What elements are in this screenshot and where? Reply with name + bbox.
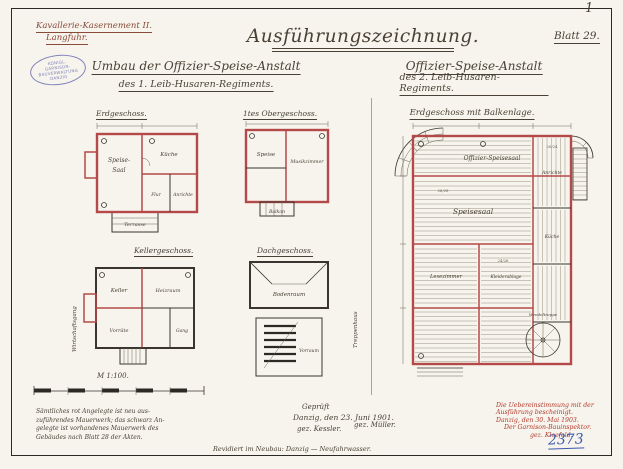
annex-outline (84, 151, 98, 179)
room-label: Gang (176, 328, 188, 334)
room-label: Saal (112, 167, 125, 174)
left-subtitle: des 1. Leib-Husaren-Regiments. (118, 79, 274, 92)
certification-line: Der Garnison-Bauinspektor. (504, 424, 592, 432)
beam-note: 20/24 (547, 144, 559, 149)
certification-line: Danzig, den 30. Mai 1903. (496, 416, 579, 424)
room-label: Terrasse (124, 222, 146, 228)
right-subtitle: des 2. Leib-Husaren-Regiments. (399, 72, 549, 96)
plan-label-balkenlage: Erdgeschoss mit Balkenlage. (409, 108, 535, 120)
dimension-lines (96, 123, 198, 129)
main-outline (95, 132, 199, 214)
survey-mark (418, 353, 424, 359)
legend-notes: Sämtliches rot Angelegte ist neu aus- zu… (36, 408, 164, 442)
certification-line: Die Uebereinstimmung mit der (496, 402, 594, 409)
door-swing (141, 157, 151, 167)
plan-erdgeschoss-drawing: Speise- Saal Küche Anrichte Flur Terrass… (84, 123, 199, 233)
room-label: Speise- (108, 157, 130, 164)
survey-mark (149, 138, 155, 144)
room-label: Flur (150, 192, 161, 198)
project-title-line2: Langfuhr. (46, 33, 88, 45)
plan-obergeschoss-drawing: Speise Musikzimmer Balkon (244, 121, 330, 217)
stair-detail-outline (255, 317, 323, 377)
room-label: Anrichte (541, 170, 562, 176)
left-title: Umbau der Offizier-Speise-Anstalt (91, 59, 301, 75)
certification-block: Die Uebereinstimmung mit der Ausführung … (496, 402, 594, 439)
room-label: Küche (159, 152, 178, 158)
room-label: Musikzimmer (289, 159, 324, 165)
certification-line: Ausführung bescheinigt. (496, 409, 574, 417)
side-label-wirtschaftsgang: Wirtschaftsgang (72, 306, 78, 352)
main-outline (244, 128, 330, 204)
corner-mark: 1 (585, 1, 594, 16)
curved-steps-right (570, 135, 594, 159)
section-divider (371, 98, 372, 395)
legend-line: Sämtliches rot Angelegte ist neu aus- (36, 408, 151, 415)
main-title: Ausführungszeichnung. (246, 26, 480, 47)
survey-mark (418, 141, 424, 147)
room-label: Kleiderablage (489, 275, 521, 280)
room-label: Vorraum (299, 348, 319, 354)
balcony-outline (259, 201, 295, 217)
survey-mark (185, 272, 191, 278)
plan-label-erdgeschoss: Erdgeschoss. (96, 109, 147, 120)
external-stair-fill (573, 148, 587, 200)
room-label: Balkon (268, 209, 285, 215)
plan-kellergeschoss-drawing: Keller Heizraum Vorräte Gang (83, 267, 195, 365)
survey-mark (249, 133, 255, 139)
beam-layout (415, 138, 569, 362)
room-label: Bodenraum (272, 292, 305, 298)
side-label-treppenhaus: Treppenhaus (353, 311, 359, 348)
legend-line: Gebäudes nach Blatt 28 der Akten. (36, 433, 143, 441)
signature-1: gez. Kessler. (297, 425, 342, 433)
survey-mark (101, 138, 107, 144)
legend-line: gelegte ist vorhandenes Mauerwerk des (36, 425, 159, 432)
border-frame (11, 8, 612, 456)
room-label: Keller (110, 288, 128, 294)
revision-line: Revidiert im Neubau: Danzig — Neufahrwas… (213, 445, 372, 453)
approval-place-date: Danzig, den 23. Juni 1901. (293, 413, 394, 422)
room-label: Vorräte (110, 328, 129, 334)
signature-2: gez. Müller. (354, 421, 396, 429)
main-outline (411, 134, 573, 366)
room-label: Speisesaal (453, 207, 494, 216)
room-label: Lesezimmer (429, 274, 463, 280)
room-label: Küche (544, 234, 560, 240)
plan-balkenlage-drawing: Offizier-Speisesaal Speisesaal Anrichte … (394, 123, 594, 377)
scale-label: M 1:100. (97, 372, 129, 380)
certification-line: gez. Kleefeld. (530, 431, 573, 439)
beam-note: 24/26 (498, 258, 510, 263)
survey-mark (99, 272, 105, 278)
room-label: Speise (257, 152, 276, 158)
scale-bar (33, 386, 205, 395)
survey-mark (480, 141, 486, 147)
room-label: Offizier-Speisesaal (464, 155, 521, 162)
project-title-line1: Kavallerie-Kasernement II. (36, 21, 152, 33)
plan-label-kellergeschoss: Kellergeschoss. (134, 246, 194, 257)
sheet-number: Blatt 29. (554, 30, 600, 44)
survey-mark (101, 202, 107, 208)
spiral-stair (525, 322, 561, 358)
approval-label: Geprüft (302, 403, 330, 411)
plan-label-obergeschoss: 1tes Obergeschoss. (243, 109, 318, 120)
plan-dachgeschoss-drawing: Bodenraum Vorraum (249, 261, 329, 377)
archive-number: 2373 (547, 431, 584, 450)
survey-mark (319, 133, 325, 139)
right-title: Offizier-Speise-Anstalt (405, 59, 543, 75)
attic-outline (249, 261, 329, 309)
title-flourish (272, 48, 454, 52)
legend-line: zuführendes Mauerwerk; das schwarz An- (36, 416, 165, 424)
external-stair-outline (572, 147, 588, 201)
room-label: Anrichte (172, 192, 193, 198)
room-label: Heizraum (155, 288, 181, 294)
annex-outline (83, 293, 97, 323)
beam-note: 26/28 (438, 188, 450, 193)
plan-label-dachgeschoss: Dachgeschoss. (257, 246, 314, 257)
stair-outline (119, 347, 147, 365)
room-label: Wendeltreppe (529, 312, 558, 317)
